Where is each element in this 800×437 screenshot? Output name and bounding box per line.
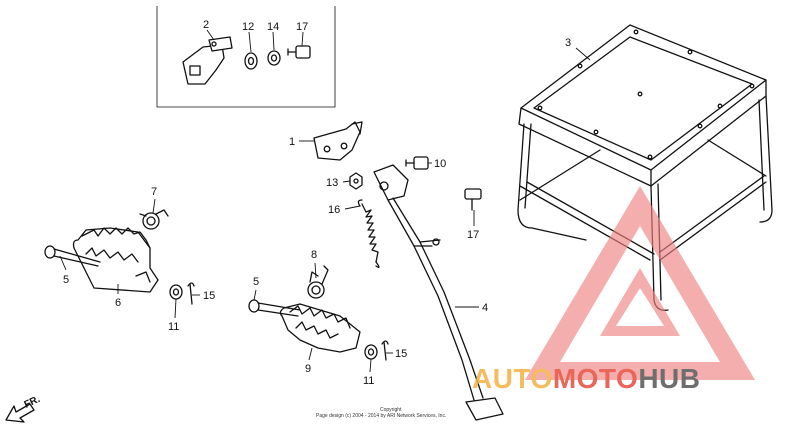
label-15-left: 15	[203, 290, 215, 302]
label-10: 10	[434, 158, 446, 170]
watermark-text: AUTOMOTOHUB	[472, 363, 700, 394]
copyright-line-1: Copyright	[380, 407, 402, 413]
automotohub-watermark: AUTOMOTOHUB	[472, 186, 755, 394]
label-13: 13	[326, 177, 338, 189]
part-4-side-stand	[373, 164, 504, 421]
part-17-bolt	[464, 188, 482, 211]
part-15-cotter-left	[187, 282, 195, 305]
label-12: 12	[242, 21, 254, 33]
label-16: 16	[328, 204, 340, 216]
part-11-washer-left	[169, 284, 183, 300]
part-12-washer	[244, 52, 258, 70]
label-17: 17	[467, 229, 479, 241]
part-15-cotter-right	[381, 340, 389, 361]
part-13-nut	[349, 172, 363, 190]
label-14: 14	[267, 21, 279, 33]
part-number-labels: 2 12 14 17 3 1 10 13 16 17 4 7 5 6 11 15…	[63, 19, 571, 387]
copyright-line-2: Page design (c) 2004 - 2014 by ARI Netwo…	[316, 413, 446, 419]
watermark-moto: MOTO	[553, 363, 638, 394]
label-6: 6	[115, 297, 121, 309]
part-7-spring	[139, 209, 169, 230]
leader-lines	[59, 29, 591, 373]
label-7: 7	[151, 186, 157, 198]
fr-label: FR.	[23, 394, 42, 411]
watermark-auto: AUTO	[472, 363, 553, 394]
label-2: 2	[203, 19, 209, 31]
part-16-spring	[357, 199, 380, 268]
part-9-footpeg	[279, 303, 361, 353]
label-3: 3	[565, 37, 571, 49]
label-8: 8	[311, 249, 317, 261]
label-1: 1	[289, 136, 295, 148]
part-5-pin-right	[248, 299, 301, 317]
front-direction-arrow	[5, 403, 35, 423]
part-3-stand	[517, 24, 773, 311]
part-5-pin-left	[44, 245, 101, 267]
inset-frame	[156, 6, 336, 108]
part-8-spring	[307, 265, 329, 299]
label-5-left: 5	[63, 274, 69, 286]
part-6-footpeg	[72, 227, 159, 293]
part-10-bolt	[405, 156, 429, 170]
part-1-bracket	[313, 121, 363, 161]
watermark-hub: HUB	[638, 363, 700, 394]
label-11-right: 11	[363, 375, 374, 387]
part-14-nut	[267, 50, 281, 66]
part-11-washer-right	[364, 344, 378, 360]
part-2-bracket	[182, 36, 233, 85]
label-5-right: 5	[253, 276, 259, 288]
label-17-inset: 17	[296, 21, 308, 33]
label-11-left: 11	[168, 321, 179, 333]
part-17-bolt-inset	[287, 45, 311, 59]
label-9: 9	[305, 363, 311, 375]
label-15-right: 15	[395, 348, 407, 360]
watermark-triangle	[525, 186, 755, 380]
label-4: 4	[482, 302, 488, 314]
